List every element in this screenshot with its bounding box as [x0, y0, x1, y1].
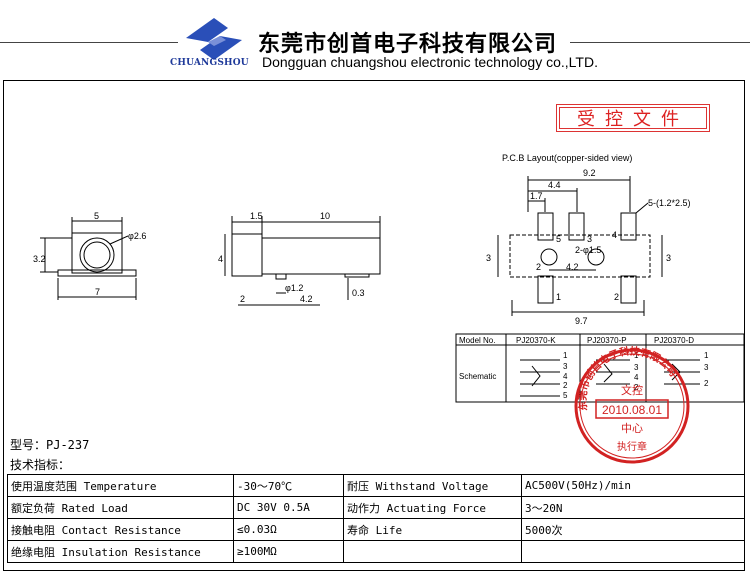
company-logo-icon: [186, 18, 242, 60]
pcb-pad-4: 4: [612, 230, 617, 240]
pcb-pad-1: 1: [556, 292, 561, 302]
spec-value: 5000次: [521, 518, 745, 541]
pcb-dim-left: 2: [536, 262, 541, 272]
seal-footer: 执行章: [617, 440, 647, 453]
table-row: 额定负荷 Rated Load DC 30V 0.5A 动作力 Actuatin…: [7, 496, 745, 519]
pcb-dim-between: 4.2: [566, 262, 579, 272]
pcb-dim-top: 9.2: [583, 168, 596, 178]
spec-value: -30～70℃: [233, 474, 344, 497]
side-body: 10: [320, 211, 330, 221]
spec-label: 使用温度范围 Temperature: [7, 474, 234, 497]
pcb-pad-5: 5: [556, 234, 561, 244]
logo-text: CHUANGSHOU: [170, 58, 249, 68]
side-view: [224, 216, 381, 306]
company-seal-icon: 东莞市创首电子科技有限公司 文控 2010.08.01 中心 执行章: [574, 346, 690, 464]
spec-label: 耐压 Withstand Voltage: [343, 474, 522, 497]
side-pin-pos: 4.2: [300, 294, 313, 304]
pin-k-5: 5: [563, 391, 568, 400]
company-name-en: Dongguan chuangshou electronic technolog…: [262, 54, 598, 70]
pin-k-2: 2: [563, 381, 568, 390]
spec-value: DC 30V 0.5A: [233, 496, 344, 519]
seal-center-bottom: 中心: [621, 422, 643, 435]
side-pin-height: 0.3: [352, 288, 365, 298]
spec-label: 绝缘电阻 Insulation Resistance: [7, 540, 234, 563]
controlled-document-box: 受控文件: [556, 104, 710, 132]
front-view: [40, 217, 137, 300]
pcb-layout-title: P.C.B Layout(copper-sided view): [502, 153, 633, 163]
pin-p-4: 4: [634, 373, 639, 382]
table-row: 接触电阻 Contact Resistance ≤0.03Ω 寿命 Life 5…: [7, 518, 745, 541]
pcb-dim-mid: 4.4: [548, 180, 561, 190]
spec-value: ≤0.03Ω: [233, 518, 344, 541]
pcb-side-left: 3: [486, 253, 491, 263]
side-pin-offset: 2: [240, 294, 245, 304]
pcb-dim-bottom: 9.7: [575, 316, 588, 326]
spec-label: [343, 540, 522, 563]
front-base: 7: [95, 287, 100, 297]
model-header-3: PJ20370-D: [654, 336, 694, 345]
seal-date: 2010.08.01: [602, 403, 662, 417]
company-name-cn: 东莞市创首电子科技有限公司: [258, 31, 558, 57]
pin-k-3: 3: [563, 362, 568, 371]
model-header-0: Model No.: [459, 336, 495, 345]
side-head: 1.5: [250, 211, 263, 221]
pcb-layout: [497, 176, 663, 316]
spec-table: 使用温度范围 Temperature -30～70℃ 耐压 Withstand …: [7, 474, 745, 563]
side-pin-width: φ1.2: [285, 283, 303, 293]
spec-label: 额定负荷 Rated Load: [7, 496, 234, 519]
header-rule-right: [570, 42, 750, 43]
pin-p-3: 3: [634, 363, 639, 372]
pin-d-1: 1: [704, 351, 709, 360]
spec-value: ≥100MΩ: [233, 540, 344, 563]
spec-value: 3～20N: [521, 496, 745, 519]
pcb-hole-label: 5-(1.2*2.5): [648, 198, 691, 208]
front-diameter: φ2.6: [128, 231, 146, 241]
pcb-side-right: 3: [666, 253, 671, 263]
table-row: 使用温度范围 Temperature -30～70℃ 耐压 Withstand …: [7, 474, 745, 497]
front-width: 5: [94, 211, 99, 221]
seal-ring-text: 东莞市创首电子科技有限公司: [576, 346, 679, 412]
header-rule-left: [0, 42, 178, 43]
pin-k-4: 4: [563, 372, 568, 381]
model-table: [455, 333, 745, 403]
controlled-document-label: 受控文件: [559, 107, 707, 130]
pin-d-2: 2: [704, 379, 709, 388]
pin-k-1: 1: [563, 351, 568, 360]
pcb-pad-2: 2: [614, 292, 619, 302]
spec-value: [521, 540, 745, 563]
seal-center-top: 文控: [621, 383, 643, 397]
pcb-hole-dia: 2-φ1.5: [575, 245, 601, 255]
model-header-1: PJ20370-K: [516, 336, 556, 345]
pcb-dim-small: 1.7: [530, 191, 543, 201]
model-header-2: PJ20370-P: [587, 336, 627, 345]
side-height: 4: [218, 254, 223, 264]
model-number: 型号：PJ-237: [10, 438, 90, 452]
pin-p-1: 1: [634, 351, 639, 360]
pin-d-3: 3: [704, 363, 709, 372]
table-row: 绝缘电阻 Insulation Resistance ≥100MΩ: [7, 540, 745, 563]
pcb-pad-3: 3: [587, 234, 592, 244]
spec-title: 技术指标：: [10, 458, 71, 472]
drawing-frame: [3, 80, 745, 571]
spec-value: AC500V(50Hz)/min: [521, 474, 745, 497]
spec-label: 寿命 Life: [343, 518, 522, 541]
spec-label: 接触电阻 Contact Resistance: [7, 518, 234, 541]
page-header: CHUANGSHOU 东莞市创首电子科技有限公司 Dongguan chuang…: [0, 0, 750, 78]
pin-p-2: 2: [634, 383, 639, 392]
front-height: 3.2: [33, 254, 46, 264]
spec-label: 动作力 Actuating Force: [343, 496, 522, 519]
model-row-label: Schematic: [459, 372, 496, 381]
